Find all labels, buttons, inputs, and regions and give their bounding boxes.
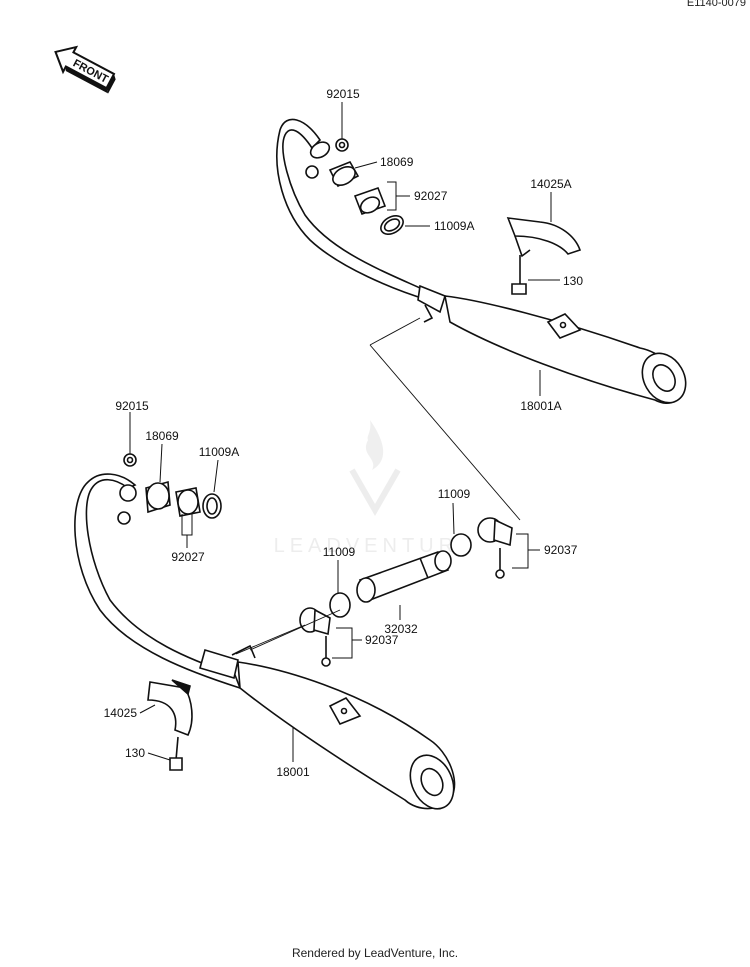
callout-92037-left: 92037 [365, 633, 399, 647]
callout-32032: 32032 [384, 622, 418, 636]
callout-labels: 92015 18069 92027 11009A 14025A 130 1800… [104, 87, 584, 779]
callout-14025A: 14025A [530, 177, 571, 191]
watermark: LEADVENTURE [274, 420, 477, 557]
callout-92027-upper: 92027 [414, 189, 448, 203]
callout-18001: 18001 [276, 765, 310, 779]
upper-exhaust-pipe [276, 118, 446, 323]
clamps [299, 517, 513, 667]
lower-heat-guard [147, 679, 193, 771]
callout-14025: 14025 [104, 706, 138, 720]
callout-11009A-lower: 11009A [199, 445, 239, 459]
callout-130-upper: 130 [563, 274, 583, 288]
callout-92015-upper: 92015 [326, 87, 360, 101]
callout-11009-right: 11009 [438, 487, 471, 501]
callout-18069-upper: 18069 [380, 155, 414, 169]
callout-18001A: 18001A [520, 399, 561, 413]
lower-gasket-flange [117, 453, 222, 525]
watermark-logo-icon [349, 420, 401, 517]
front-arrow-icon: FRONT [54, 45, 116, 94]
lower-muffler [237, 661, 456, 810]
callout-11009A-upper: 11009A [434, 219, 474, 233]
alignment-lines [235, 317, 521, 655]
callout-92037-right: 92037 [544, 543, 578, 557]
callout-18069-lower: 18069 [145, 429, 179, 443]
callout-11009-left: 11009 [323, 545, 356, 559]
footer-credit: Rendered by LeadVenture, Inc. [291, 946, 459, 960]
document-id: E1140-0079 [686, 0, 746, 9]
upper-muffler [444, 295, 687, 404]
connector-pipe [329, 533, 472, 618]
callout-92027-lower: 92027 [171, 550, 205, 564]
callout-130-lower: 130 [125, 746, 145, 760]
callout-92015-lower: 92015 [115, 399, 149, 413]
upper-heat-guard [506, 217, 582, 295]
leader-lines [129, 102, 560, 762]
watermark-text: LEADVENTURE [274, 535, 477, 557]
